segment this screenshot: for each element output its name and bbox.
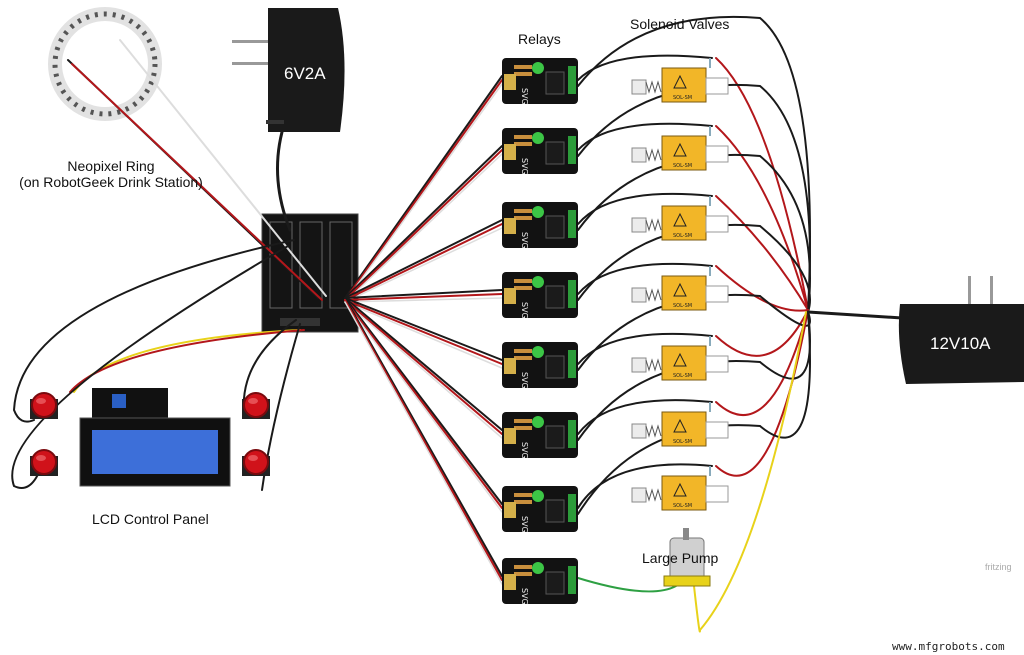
valve-wire-red-2: [715, 125, 809, 311]
solenoid-valve-7: [631, 465, 729, 511]
large-pump: [663, 528, 711, 587]
lcd-control-panel: [79, 388, 231, 487]
relay-wire-white-1: [344, 83, 503, 303]
solenoid-valve-1: [631, 57, 729, 103]
psu-return-black-5: [577, 294, 811, 371]
valve-wire-black-5: [577, 332, 713, 365]
psu-return-black-2: [577, 83, 811, 313]
solenoid-valves: [631, 57, 729, 511]
relay-wire-red-5: [344, 299, 503, 365]
red-button-4: [241, 449, 271, 477]
large-pump-label: Large Pump: [642, 550, 719, 566]
valve-wire-black-7: [577, 463, 713, 509]
valve-wire-red-3: [715, 195, 809, 311]
relay-wire-white-6: [344, 301, 503, 439]
relay-wire-black-5: [344, 297, 503, 361]
psu-return-black-6: [577, 311, 811, 441]
neopixel-wire-white: [119, 39, 327, 297]
red-button-2: [29, 449, 59, 477]
relay-wire-black-7: [344, 297, 503, 505]
button1-wire: [12, 239, 295, 423]
neopixel-label-line1: Neopixel Ring: [67, 158, 155, 174]
button2-wire: [11, 245, 289, 489]
valve-wire-black-3: [577, 192, 713, 225]
psu-return-black-1: [577, 15, 811, 313]
solenoid-valve-6: [631, 401, 729, 447]
psu-small-label: 6V2A: [284, 64, 326, 83]
relay-wire-white-2: [344, 153, 503, 303]
relay-wire-white-8: [344, 301, 503, 585]
psu-return-black-7: [577, 311, 811, 515]
psu-return-black-4: [577, 224, 811, 313]
lcd-wire-red: [69, 329, 305, 393]
relay-module-6: [501, 411, 579, 460]
relay-wire-black-6: [344, 297, 503, 431]
lcd-panel-label: LCD Control Panel: [92, 511, 209, 527]
relay-wire-red-7: [344, 299, 503, 509]
valve-wire-red-5: [715, 309, 809, 357]
relay-module-2: [501, 127, 579, 176]
neopixel-label-line2: (on RobotGeek Drink Station): [19, 174, 203, 190]
valve-wire-black-4: [577, 262, 713, 295]
neopixel-ring: [48, 7, 162, 121]
relay-wire-red-4: [344, 293, 503, 301]
solenoid-valve-2: [631, 125, 729, 171]
red-button-1: [29, 392, 59, 420]
psu-large-label: 12V10A: [930, 334, 991, 353]
relay-wire-black-1: [344, 75, 503, 299]
solenoid-valves-label: Solenoid Valves: [630, 16, 730, 32]
relay-wire-red-2: [344, 149, 503, 301]
lcd-wire-yellow: [73, 329, 301, 393]
site-watermark: www.mfgrobots.com: [892, 640, 1005, 653]
psu-small-cable: [276, 130, 292, 232]
valve-wire-black-1: [577, 54, 713, 81]
relay-module-7: [501, 485, 579, 534]
wires: [11, 15, 904, 633]
valve-wire-black-2: [577, 122, 713, 151]
relay-module-3: [501, 201, 579, 250]
relay-wire-white-3: [344, 227, 503, 303]
relay-wire-white-5: [344, 301, 503, 369]
relay-wire-white-4: [344, 297, 503, 303]
arduino-controller: [261, 213, 359, 333]
psu-12v10a: [898, 276, 1024, 384]
relay-module-5: [501, 341, 579, 390]
valve-wire-black-6: [577, 399, 713, 435]
relay-wire-red-6: [344, 299, 503, 435]
psu-return-black-3: [577, 154, 811, 313]
relay-module-1: [501, 57, 579, 106]
valve-wire-red-6: [715, 309, 809, 416]
solenoid-valve-4: [631, 265, 729, 311]
neopixel-label: Neopixel Ring (on RobotGeek Drink Statio…: [0, 158, 222, 190]
psu-large-cable: [806, 310, 904, 320]
solenoid-valve-3: [631, 195, 729, 241]
solenoid-valve-5: [631, 335, 729, 381]
relay-wire-red-1: [344, 79, 503, 301]
relay-module-4: [501, 271, 579, 320]
relay-wire-red-3: [344, 223, 503, 301]
relay-wire-black-2: [344, 145, 503, 299]
relay-wire-black-8: [344, 297, 503, 577]
psu-6v2a: [232, 8, 345, 132]
neopixel-wire-red: [71, 63, 323, 301]
relay-wire-black-3: [344, 219, 503, 299]
valve-wire-red-7: [715, 309, 809, 477]
relays-label: Relays: [518, 31, 561, 47]
valve-wire-red-1: [715, 57, 809, 311]
pump-wire-yellow: [693, 311, 807, 633]
relay-modules: [501, 57, 579, 606]
relay-wire-black-4: [344, 289, 503, 299]
relay-module-8: [501, 557, 579, 606]
pump-wire-green: [577, 577, 677, 593]
fritzing-mark: fritzing: [985, 562, 1012, 572]
relay-wire-white-7: [344, 301, 503, 513]
relay-wire-red-8: [344, 299, 503, 581]
red-button-3: [241, 392, 271, 420]
